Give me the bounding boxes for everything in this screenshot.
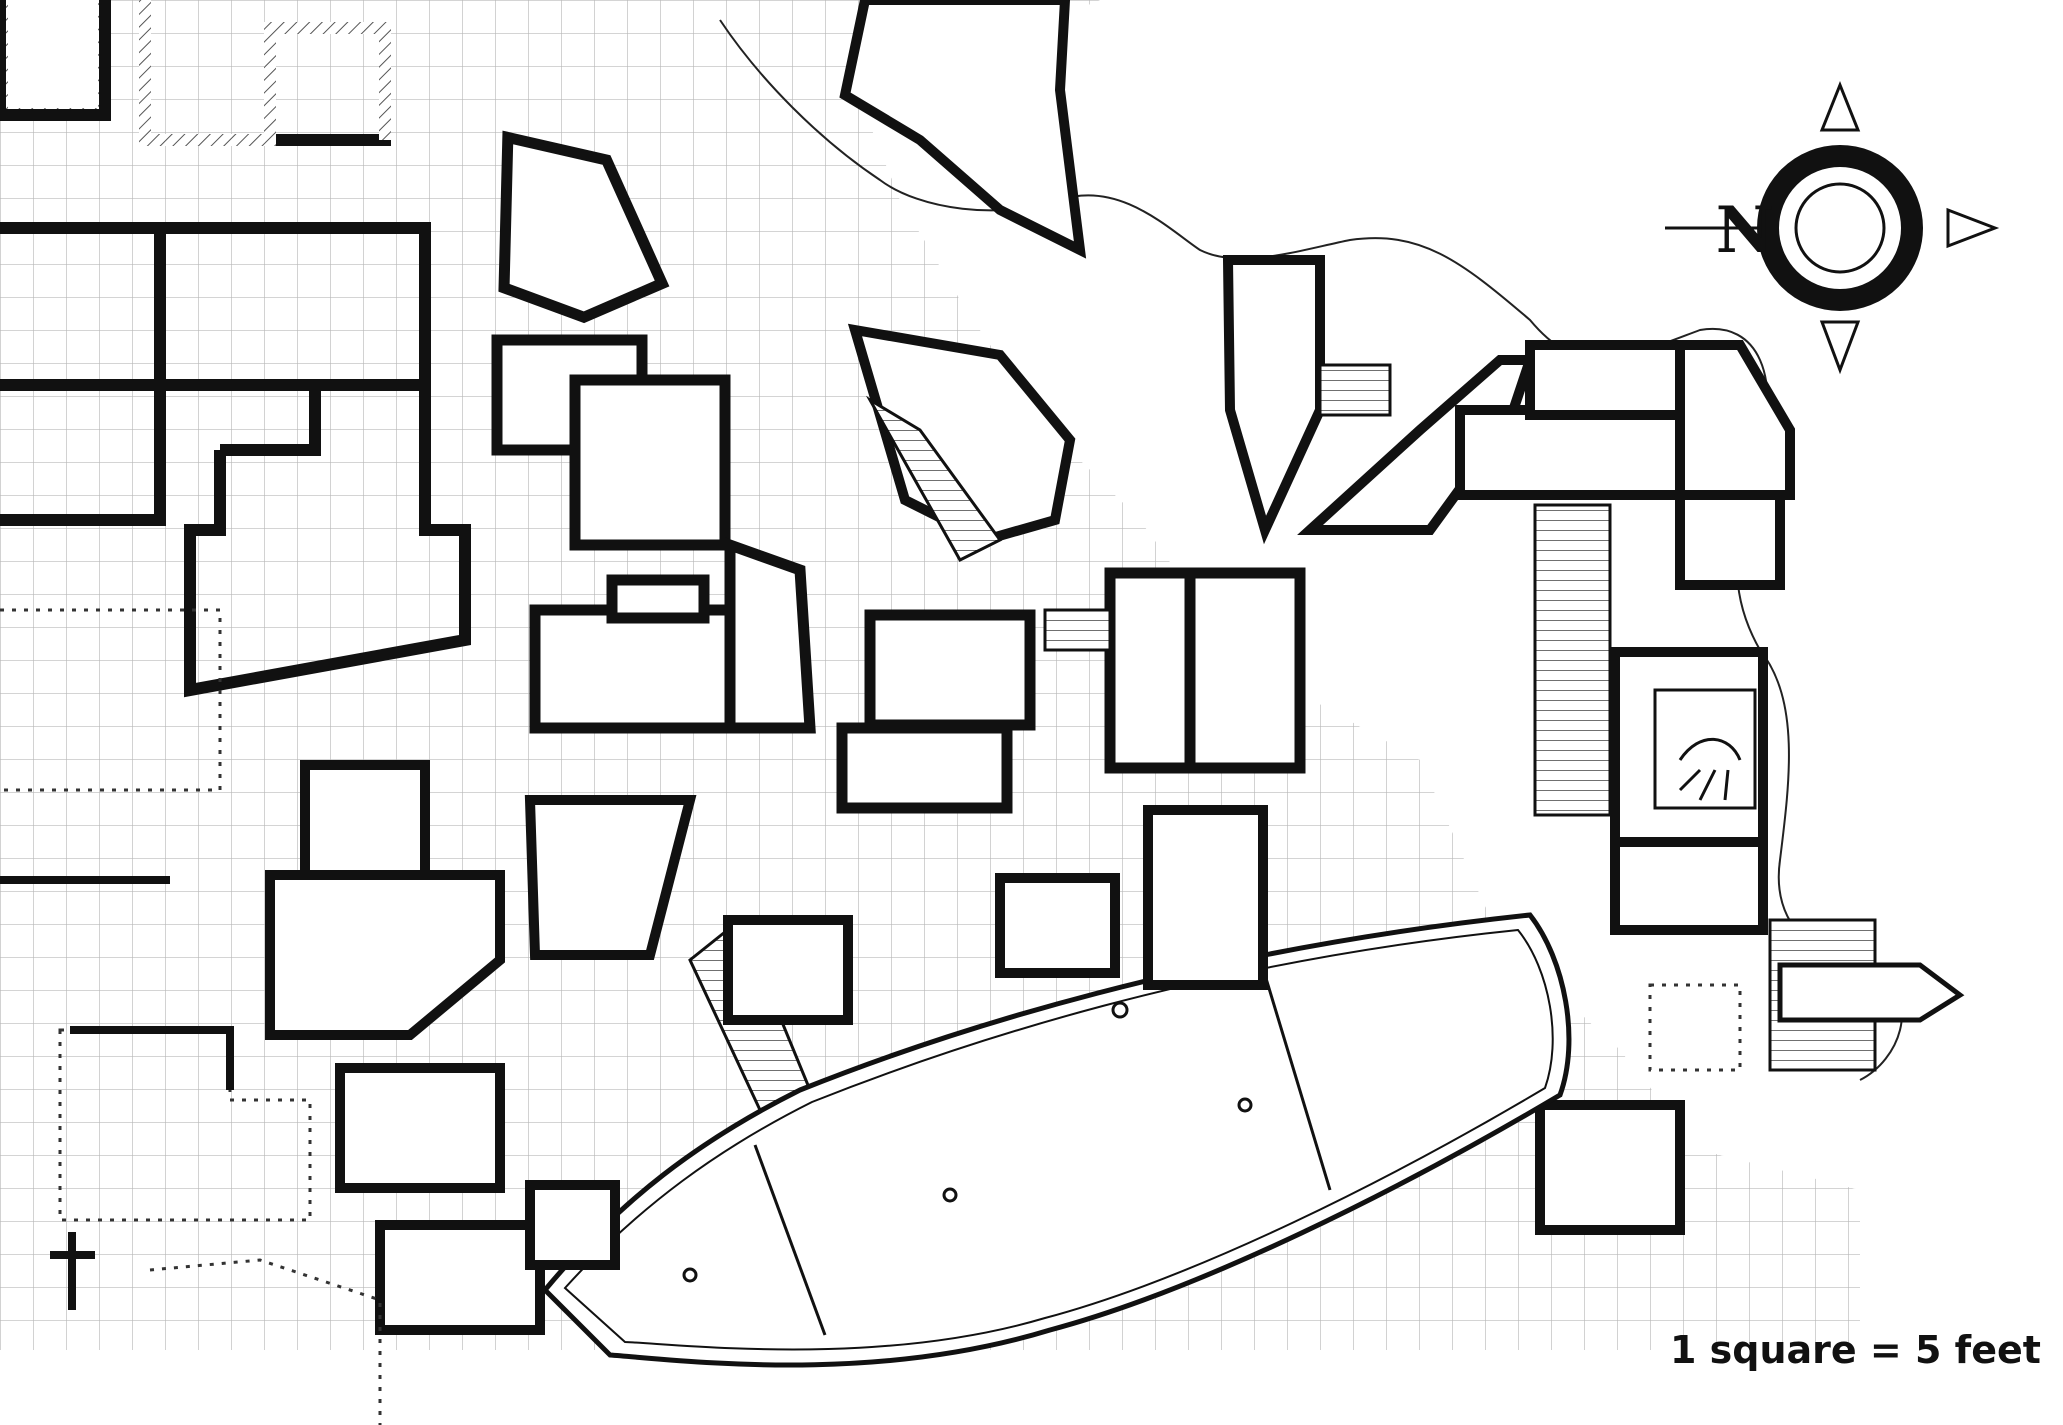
ruins-west-walls [0, 876, 234, 1310]
compass-arrow-east [1946, 207, 2000, 249]
rowboat-east [1777, 962, 1965, 1023]
boat-north [839, 0, 1325, 546]
buildings-southwest [265, 760, 1268, 1335]
docks [688, 363, 1877, 1112]
building-nw-block [0, 0, 471, 698]
large-ship [541, 912, 1572, 1368]
scale-label: 1 square = 5 feet [1670, 1328, 2041, 1372]
water-area-east [860, 0, 2063, 1425]
buildings-northeast [1297, 340, 1795, 590]
compass-ring-inner [1794, 182, 1886, 274]
buildings-central [491, 130, 1306, 814]
compass-arrow-north [1819, 80, 1861, 132]
compass-rose: N [1665, 80, 2000, 375]
buildings-east [1535, 647, 1768, 1235]
compass-arrow-south [1819, 320, 1861, 375]
building-walls-hatched [139, 0, 391, 146]
scorpion-rug [1653, 688, 1757, 810]
compass-north-letter: N [1716, 193, 1775, 268]
